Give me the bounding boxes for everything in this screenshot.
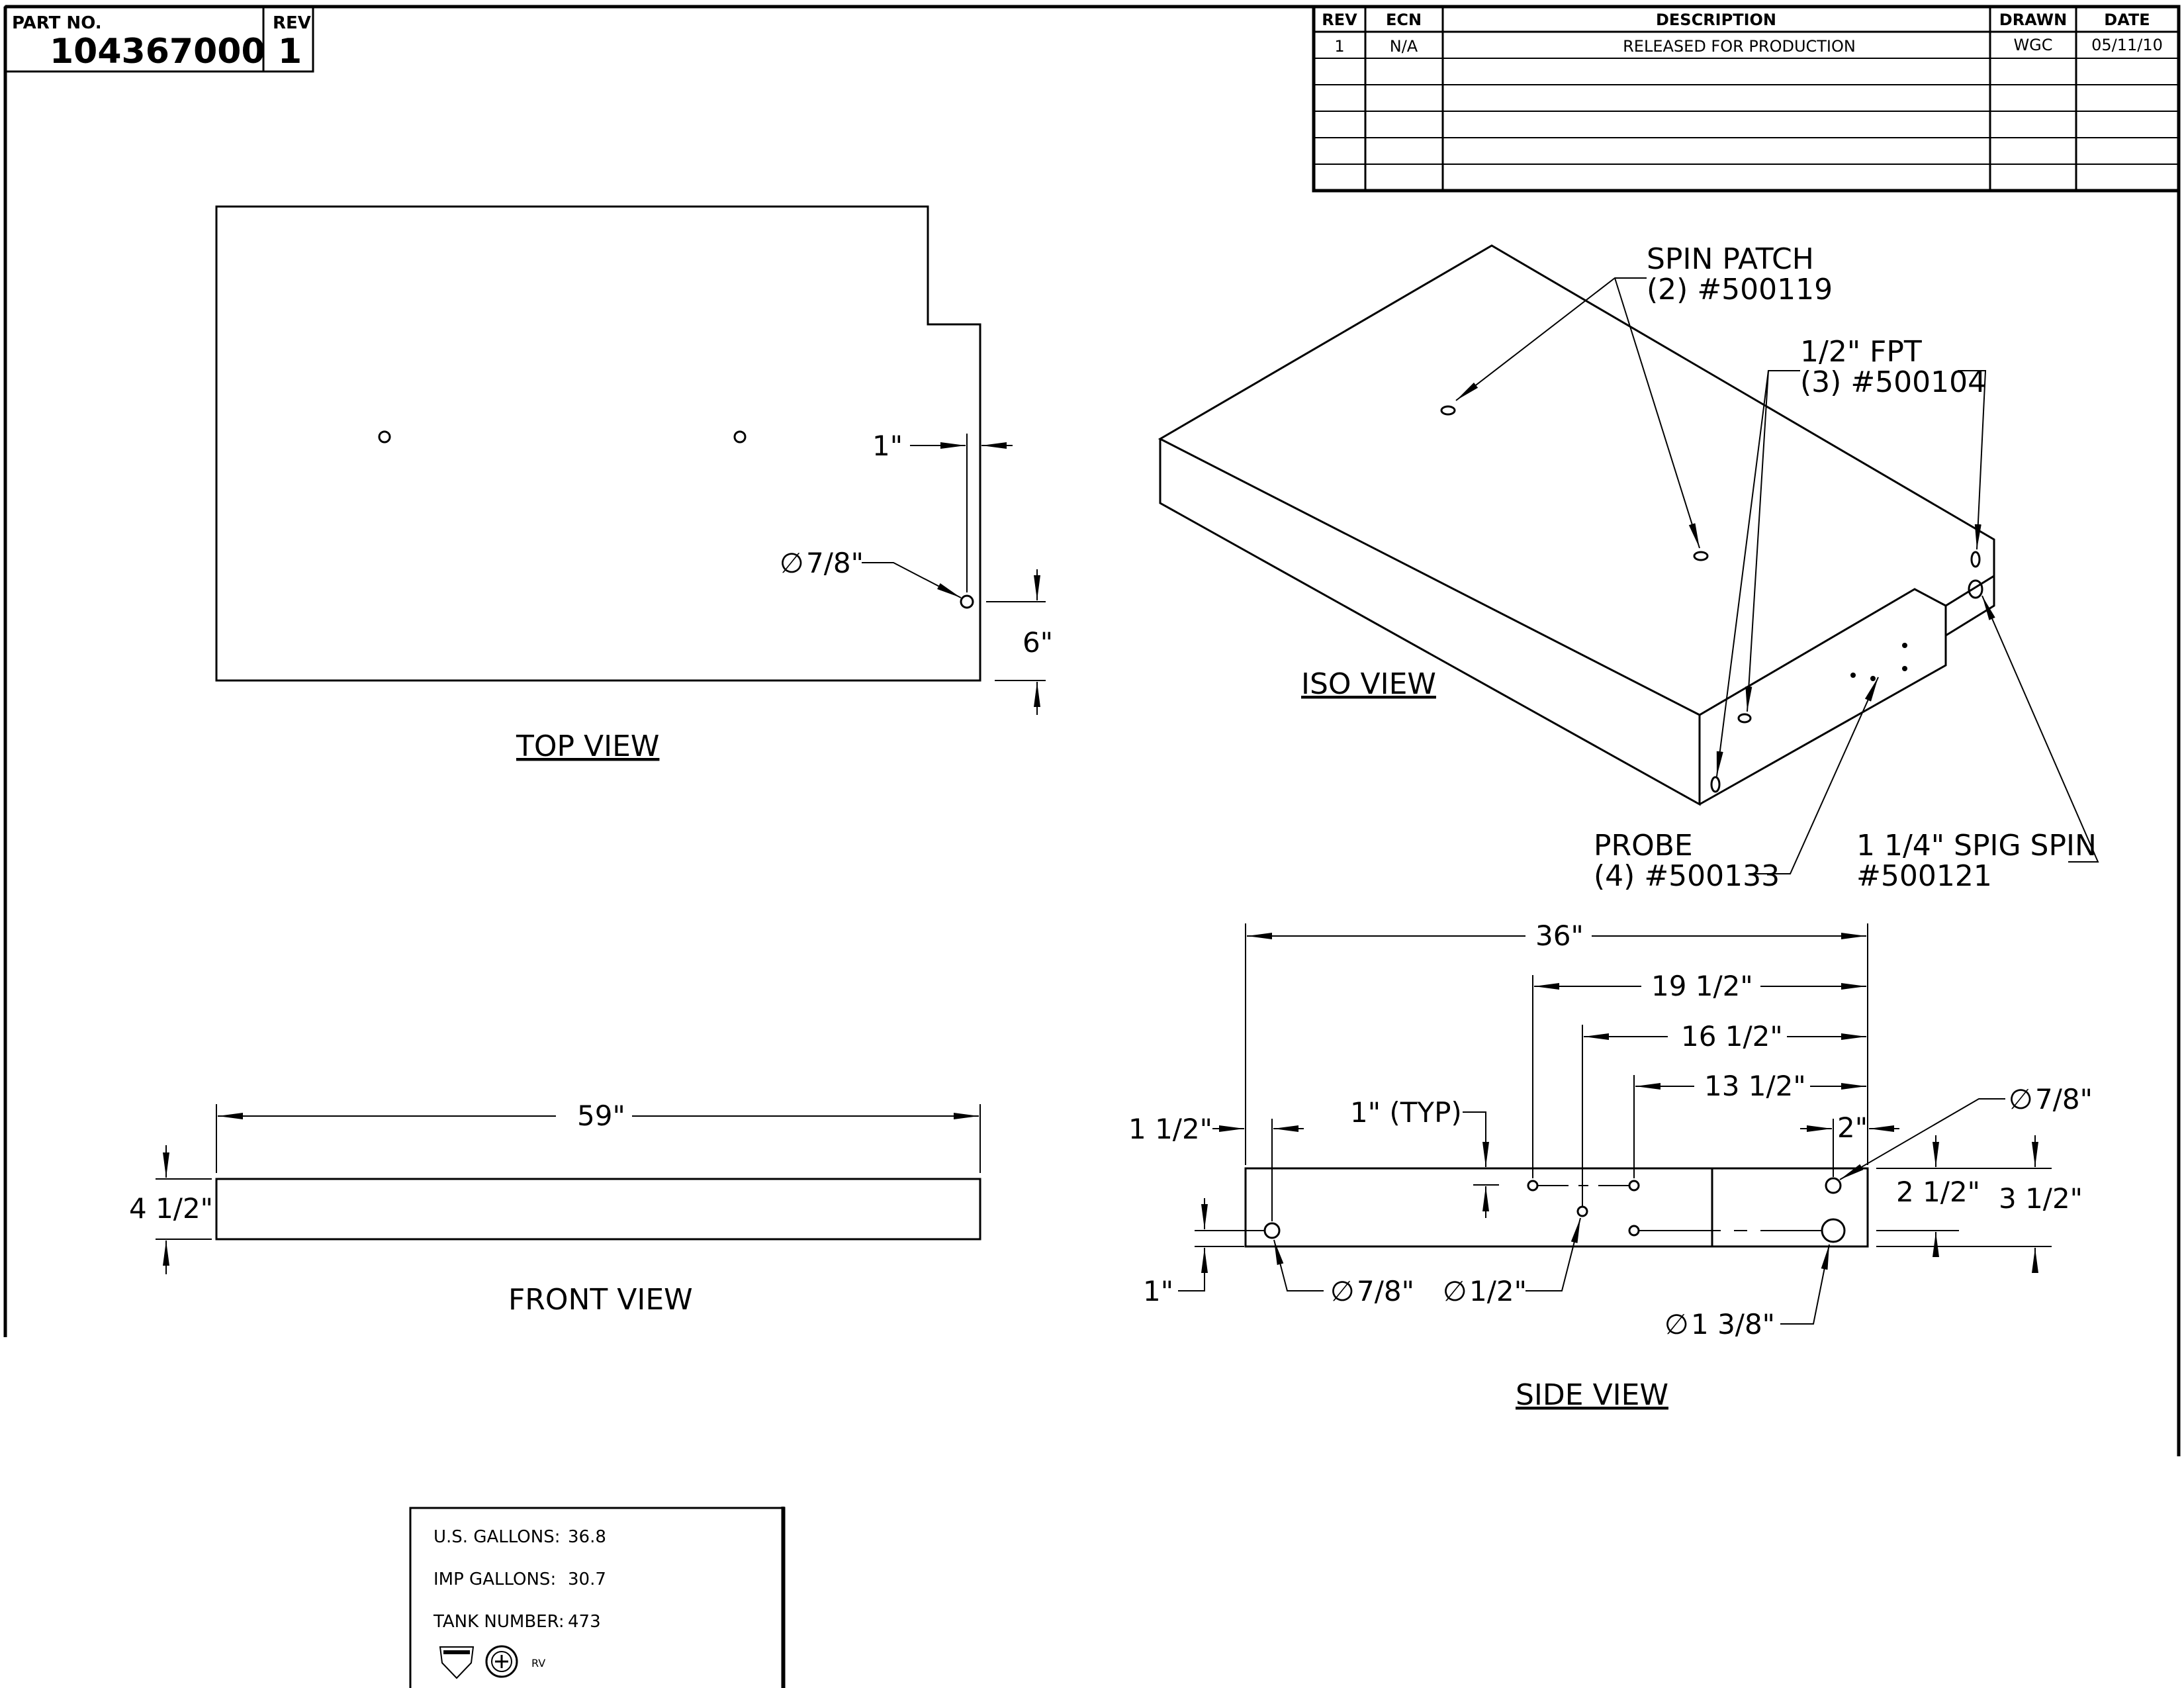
row1-drawn: WGC bbox=[2013, 36, 2052, 54]
front-dim-59: 59" bbox=[577, 1100, 625, 1132]
side-dim-dia12: 1/2" bbox=[1469, 1275, 1527, 1307]
callout-fpt-2: (3) #500104 bbox=[1800, 365, 1986, 399]
description-header: DESCRIPTION bbox=[1656, 11, 1776, 29]
tank-number-value: 473 bbox=[568, 1612, 601, 1632]
side-dim-2half: 2 1/2" bbox=[1896, 1176, 1980, 1208]
rv-mark: RV bbox=[531, 1657, 545, 1669]
top-dim-6in: 6" bbox=[1023, 626, 1053, 659]
iso-view-label: ISO VIEW bbox=[1301, 667, 1436, 701]
rev-header: REV bbox=[1322, 11, 1357, 29]
side-dim-dia138: 1 3/8" bbox=[1691, 1308, 1775, 1340]
side-dim-36: 36" bbox=[1535, 919, 1584, 952]
part-no-label: PART NO. bbox=[12, 13, 102, 33]
rev-value: 1 bbox=[278, 32, 302, 71]
drawn-header: DRAWN bbox=[1999, 11, 2067, 29]
front-view: 59" 4 1/2" FRONT VIEW bbox=[129, 1100, 981, 1317]
side-dim-19half: 19 1/2" bbox=[1651, 970, 1753, 1002]
callout-fpt-1: 1/2" FPT bbox=[1800, 335, 1922, 369]
us-gallons-label: U.S. GALLONS: bbox=[433, 1527, 560, 1547]
iso-view: SPIN PATCH (2) #500119 1/2" FPT (3) #500… bbox=[1158, 242, 2099, 893]
side-dim-1in: 1" bbox=[1143, 1275, 1173, 1307]
side-dia78-right-symbol: ∅ bbox=[2009, 1083, 2033, 1115]
side-dim-dia78-bottom: 7/8" bbox=[1357, 1275, 1414, 1307]
side-dim-dia78-right: 7/8" bbox=[2035, 1083, 2093, 1115]
side-dim-3half: 3 1/2" bbox=[1999, 1182, 2083, 1215]
revision-table: REV ECN DESCRIPTION DRAWN DATE 1 N/A REL… bbox=[1312, 5, 2181, 193]
side-dim-1half-left: 1 1/2" bbox=[1128, 1113, 1212, 1145]
top-view-hole-1 bbox=[378, 430, 391, 444]
rev-label: REV bbox=[273, 13, 311, 33]
ecn-header: ECN bbox=[1386, 11, 1422, 29]
row1-description: RELEASED FOR PRODUCTION bbox=[1623, 37, 1856, 56]
callout-spig-2: #500121 bbox=[1856, 859, 1992, 893]
tank-number-label: TANK NUMBER: bbox=[433, 1612, 565, 1632]
side-dim-2in: 2" bbox=[1837, 1111, 1868, 1144]
part-number-block: PART NO. 104367000 REV 1 bbox=[4, 5, 314, 73]
callout-probe-2: (4) #500133 bbox=[1594, 859, 1780, 893]
top-dia-symbol: ∅ bbox=[780, 547, 804, 579]
capacity-box: U.S. GALLONS: 36.8 IMP GALLONS: 30.7 TAN… bbox=[409, 1507, 786, 1688]
csa-logo-icon bbox=[485, 1645, 518, 1678]
top-view-hole-2 bbox=[733, 430, 747, 444]
top-dim-dia: 7/8" bbox=[806, 547, 864, 579]
imp-gallons-value: 30.7 bbox=[568, 1570, 606, 1589]
side-view-label: SIDE VIEW bbox=[1516, 1378, 1668, 1412]
imp-gallons-label: IMP GALLONS: bbox=[433, 1570, 556, 1589]
iso-front-face bbox=[1159, 439, 1701, 806]
callout-spin-patch-2: (2) #500119 bbox=[1647, 273, 1833, 306]
part-no-value: 104367000 bbox=[50, 32, 265, 71]
iso-top-face bbox=[1158, 244, 1995, 716]
side-dim-typ: 1" (TYP) bbox=[1350, 1096, 1462, 1129]
side-dim-13half: 13 1/2" bbox=[1704, 1070, 1806, 1102]
callout-spig-1: 1 1/4" SPIG SPIN bbox=[1856, 829, 2097, 863]
top-view-label: TOP VIEW bbox=[516, 729, 659, 763]
row1-rev: 1 bbox=[1334, 37, 1344, 56]
side-view-outline bbox=[1244, 1167, 1869, 1248]
row1-date: 05/11/10 bbox=[2091, 36, 2163, 54]
iso-right-face bbox=[1699, 606, 1947, 806]
front-view-label: FRONT VIEW bbox=[508, 1283, 693, 1317]
us-gallons-value: 36.8 bbox=[568, 1527, 606, 1547]
callout-probe-1: PROBE bbox=[1594, 829, 1693, 863]
top-view: 1" ∅ 7/8" 6" TOP VIEW bbox=[215, 205, 1053, 763]
top-view-outline bbox=[215, 205, 981, 682]
row1-ecn: N/A bbox=[1390, 37, 1418, 56]
date-header: DATE bbox=[2104, 11, 2150, 29]
top-dim-1in: 1" bbox=[872, 430, 903, 462]
front-dim-4half: 4 1/2" bbox=[129, 1192, 213, 1225]
top-view-hole-3 bbox=[960, 594, 974, 609]
front-view-outline bbox=[215, 1178, 981, 1241]
side-view: 36" 19 1/2" 16 1/2" 13 1/2" 1 1/2" 1" (T… bbox=[1128, 919, 2093, 1412]
side-dim-16half: 16 1/2" bbox=[1681, 1020, 1783, 1053]
side-dia12-symbol: ∅ bbox=[1443, 1275, 1467, 1307]
iapmo-logo-icon bbox=[439, 1646, 475, 1679]
side-dia78-bottom-symbol: ∅ bbox=[1330, 1275, 1355, 1307]
side-dia138-symbol: ∅ bbox=[1664, 1308, 1689, 1340]
callout-spin-patch-1: SPIN PATCH bbox=[1647, 242, 1814, 276]
